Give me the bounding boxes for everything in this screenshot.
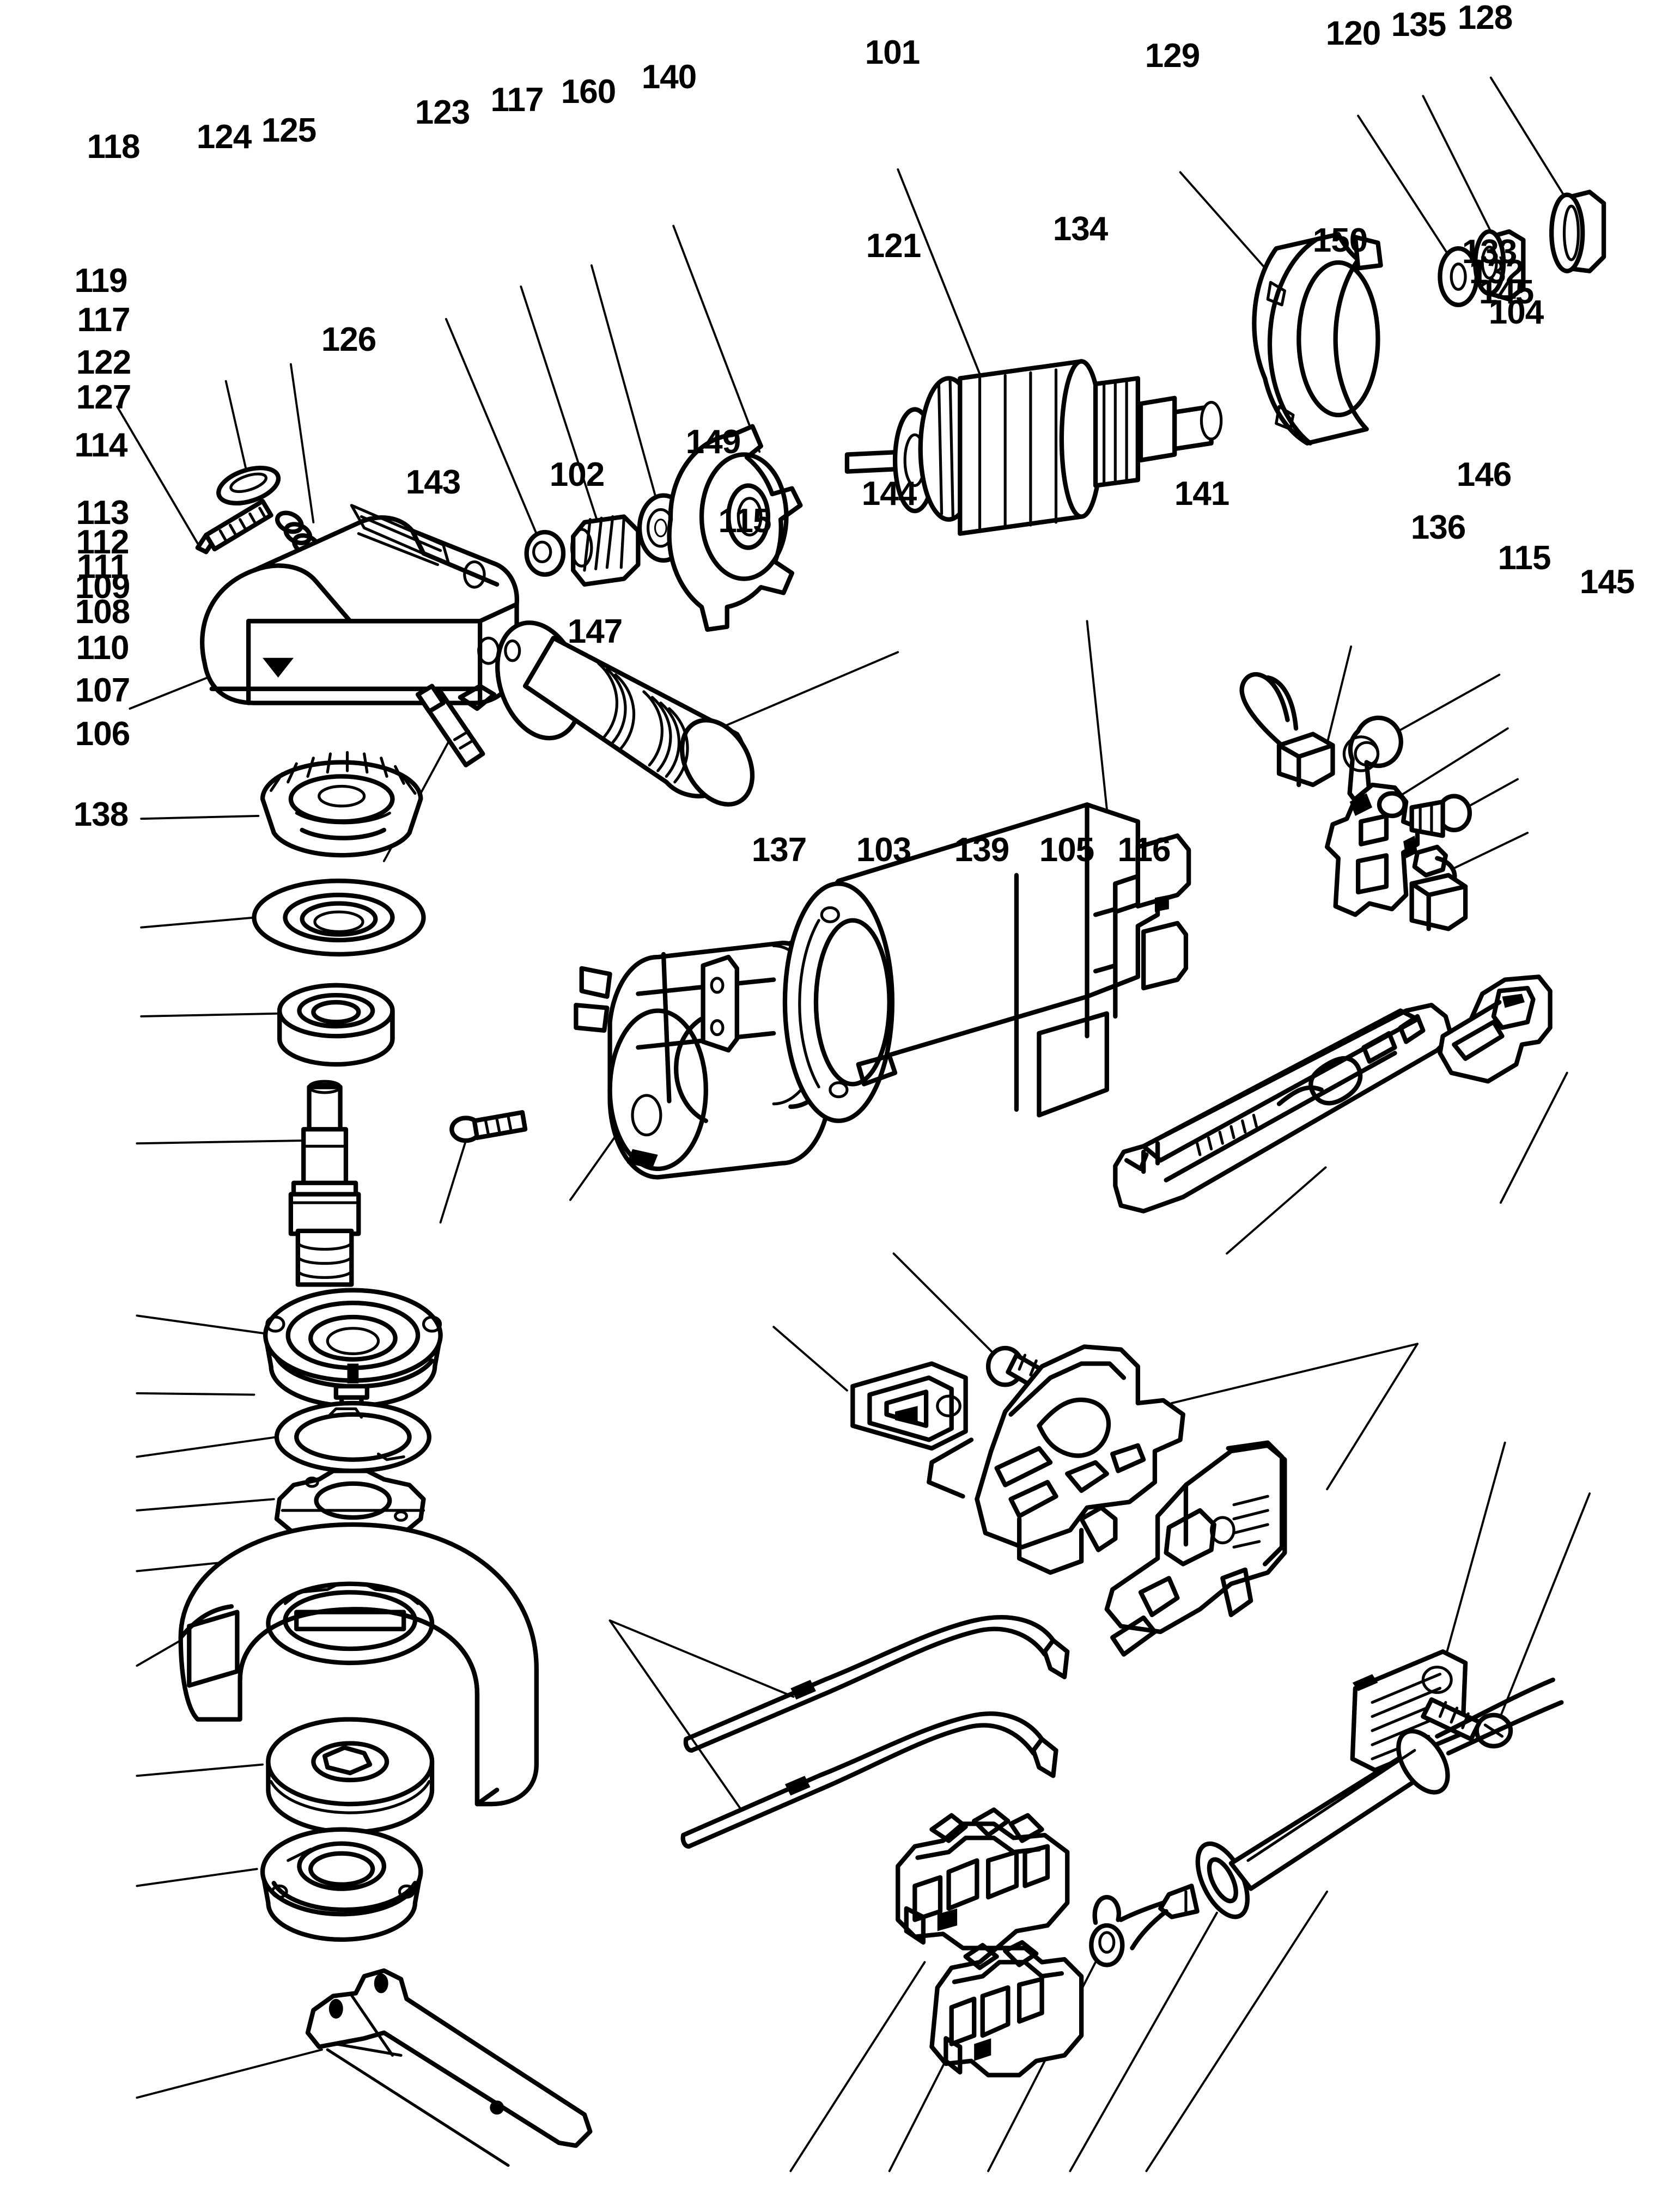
callout-117-top: 117	[490, 81, 544, 119]
part-137-switch	[896, 1807, 1070, 1951]
part-115-brush-cap-left	[850, 1361, 968, 1451]
callout-135: 135	[1391, 6, 1446, 44]
part-117-bevel-gear	[260, 751, 423, 858]
part-114-spindle	[288, 1080, 361, 1287]
part-129-baffle-ring	[1252, 232, 1383, 446]
part-136-housing-rear	[927, 1344, 1185, 1575]
part-145-screw-top	[1409, 794, 1472, 838]
part-116-power-cord	[1228, 1677, 1564, 1891]
callout-123: 123	[415, 94, 470, 131]
callout-115-right: 115	[1498, 539, 1551, 577]
part-118-screw	[195, 498, 273, 554]
callout-125: 125	[261, 112, 316, 149]
callout-108: 108	[75, 593, 130, 631]
callout-109: 109	[75, 568, 130, 606]
part-126-lock-pin	[415, 684, 485, 767]
part-119-gear-case	[200, 504, 519, 711]
part-143-screw	[449, 1110, 528, 1143]
callout-115-left: 115	[718, 502, 771, 540]
part-123-spacer	[524, 529, 566, 577]
callout-137: 137	[751, 831, 807, 869]
part-107-inner-flange	[266, 1717, 435, 1835]
part-105-cord-protector	[1118, 1841, 1250, 1951]
part-133-spring-clip	[1342, 715, 1403, 807]
callout-102: 102	[549, 456, 605, 493]
part-128-bearing-ring	[1549, 190, 1606, 273]
callout-149: 149	[685, 423, 741, 461]
part-134-motor-housing	[782, 802, 1191, 1123]
callout-138: 138	[73, 796, 129, 833]
leader-lines	[116, 76, 1591, 2172]
callout-121: 121	[866, 227, 921, 265]
part-138-spanner-wrench	[305, 1968, 593, 2167]
callout-117-left: 117	[77, 301, 130, 339]
part-101-armature	[844, 359, 1223, 536]
callout-134: 134	[1052, 210, 1108, 248]
callout-132: 132	[1469, 253, 1524, 291]
part-111-retaining-ring	[274, 1400, 431, 1473]
callout-119: 119	[74, 262, 127, 300]
callout-141: 141	[1174, 475, 1229, 513]
callout-129: 129	[1145, 37, 1200, 75]
part-135-bearing	[1473, 229, 1526, 302]
part-141-handle-half	[1113, 1003, 1454, 1214]
callout-113: 113	[76, 494, 129, 532]
part-124-washer	[216, 466, 281, 505]
callout-105: 105	[1039, 831, 1094, 869]
callout-124: 124	[196, 118, 252, 156]
callout-101: 101	[865, 34, 920, 71]
callout-114: 114	[74, 426, 127, 464]
callout-106: 106	[75, 715, 130, 753]
callout-145-top: 145	[1478, 273, 1534, 311]
part-147-lead-wires	[680, 1615, 1070, 1849]
callout-120: 120	[1325, 15, 1381, 52]
callout-128: 128	[1457, 0, 1513, 36]
part-149-insulation-plate	[701, 954, 739, 1053]
callout-144: 144	[861, 475, 917, 513]
part-150-terminal-wire	[1239, 672, 1335, 788]
part-117-pinion-gear	[570, 514, 641, 587]
part-106-clamp-nut	[260, 1827, 423, 1942]
callout-110: 110	[76, 629, 129, 667]
callout-140: 140	[641, 58, 697, 96]
callout-150: 150	[1312, 222, 1368, 259]
callout-133: 133	[1462, 233, 1517, 271]
callout-122: 122	[76, 344, 131, 381]
part-136-housing-front	[1104, 1440, 1287, 1657]
callout-147: 147	[567, 613, 623, 650]
part-103-switch-block	[929, 1940, 1084, 2077]
callout-160: 160	[561, 73, 616, 111]
part-122-seal-washer	[252, 879, 426, 957]
part-121-side-handle	[495, 620, 755, 807]
callout-111: 111	[77, 548, 129, 586]
callout-127: 127	[76, 379, 131, 416]
part-113-bearing-cap	[263, 1288, 443, 1409]
callout-145-right: 145	[1579, 563, 1635, 601]
callout-143: 143	[405, 464, 461, 501]
callout-103: 103	[856, 831, 911, 869]
callout-112: 112	[76, 523, 129, 561]
part-110-wheel-guard	[178, 1522, 539, 1807]
callout-104: 104	[1488, 294, 1544, 331]
part-132-brush-holder	[1324, 782, 1420, 917]
part-146-switch-lever	[1438, 974, 1553, 1084]
part-139-screw	[1089, 1894, 1125, 1967]
callout-139: 139	[954, 831, 1009, 869]
callout-126: 126	[321, 321, 376, 358]
callout-146: 146	[1456, 456, 1512, 493]
part-140-baffle-plate	[667, 424, 803, 632]
part-127-ball-bearing	[277, 983, 395, 1067]
part-104-carbon-brush	[1409, 844, 1468, 931]
callout-118: 118	[87, 128, 140, 166]
callout-116: 116	[1117, 831, 1171, 869]
callout-107: 107	[75, 672, 130, 709]
callout-136: 136	[1410, 509, 1466, 546]
